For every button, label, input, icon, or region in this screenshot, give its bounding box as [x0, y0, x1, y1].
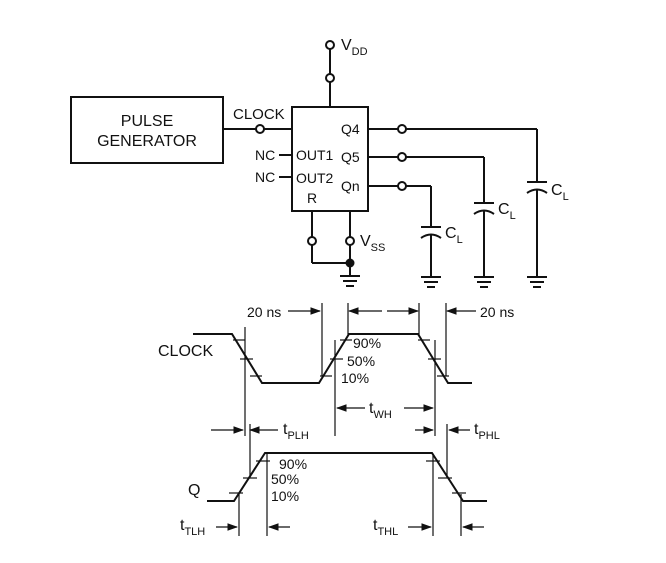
q-level-50: 50% [271, 471, 299, 487]
counter-ic: OUT1 OUT2 R Q4 Q5 Qn [291, 106, 369, 212]
twh-dimension: tWH [335, 400, 435, 421]
nc-label-1: NC [255, 147, 275, 163]
q4-load-cap-label: CL [551, 182, 569, 203]
tphl-label: tPHL [474, 421, 500, 442]
generator-label-line1: PULSE [121, 113, 173, 130]
pin-out2-label: OUT2 [296, 170, 334, 186]
circuit-schematic: PULSE GENERATOR CLOCK OUT1 OUT2 R Q4 Q5 … [70, 37, 569, 288]
pin-q4-label: Q4 [341, 121, 360, 137]
pin-q5-label: Q5 [341, 149, 360, 165]
fall-time-dimension: 20 ns [387, 304, 514, 320]
vdd-supply: VDD [325, 37, 368, 107]
tplh-dimension: tPLH [211, 421, 309, 442]
tphl-dimension: tPHL [415, 421, 500, 442]
q-level-10: 10% [271, 488, 299, 504]
clock-pin-label: CLOCK [233, 106, 285, 123]
tthl-dimension: tTHL [373, 517, 484, 538]
rise-time-dimension: 20 ns [247, 304, 382, 320]
qn-load-cap-label: CL [445, 225, 463, 246]
q-level-90: 90% [279, 456, 307, 472]
tplh-label: tPLH [283, 421, 309, 442]
q5-load-cap-label: CL [498, 201, 516, 222]
ttlh-label: tTLH [180, 517, 205, 538]
pin-qn-label: Qn [341, 178, 360, 194]
vss-ground-network: VSS [307, 211, 385, 287]
clock-waveform: CLOCK 90% 50% 10% [158, 333, 472, 386]
clock-level-10: 10% [341, 370, 369, 386]
q-waveform-label: Q [188, 482, 200, 499]
timing-diagram: CLOCK 90% 50% 10% [158, 303, 514, 538]
vss-label: VSS [360, 233, 385, 254]
pin-out1-label: OUT1 [296, 147, 334, 163]
twh-label: tWH [369, 400, 392, 421]
q-waveform: Q 90% 50% 10% [188, 452, 487, 504]
rise-time-label: 20 ns [247, 304, 281, 320]
pulse-generator-block: PULSE GENERATOR [70, 96, 224, 164]
clock-reference-lines [244, 303, 447, 436]
clock-level-50: 50% [347, 353, 375, 369]
vdd-label: VDD [341, 37, 368, 58]
q4-output-load: CL [368, 124, 569, 288]
generator-label-line2: GENERATOR [97, 133, 197, 150]
q-reference-lines [238, 424, 462, 536]
q5-output-load: CL [368, 152, 516, 288]
nc-pins: NC NC [255, 147, 292, 185]
clock-level-90: 90% [353, 335, 381, 351]
nc-label-2: NC [255, 169, 275, 185]
clock-wire: CLOCK [223, 106, 292, 134]
fall-time-label: 20 ns [480, 304, 514, 320]
pin-reset-label: R [307, 190, 317, 206]
clock-waveform-label: CLOCK [158, 343, 213, 360]
ttlh-dimension: tTLH [180, 517, 290, 538]
tthl-label: tTHL [373, 517, 398, 538]
qn-output-load: CL [368, 181, 463, 288]
